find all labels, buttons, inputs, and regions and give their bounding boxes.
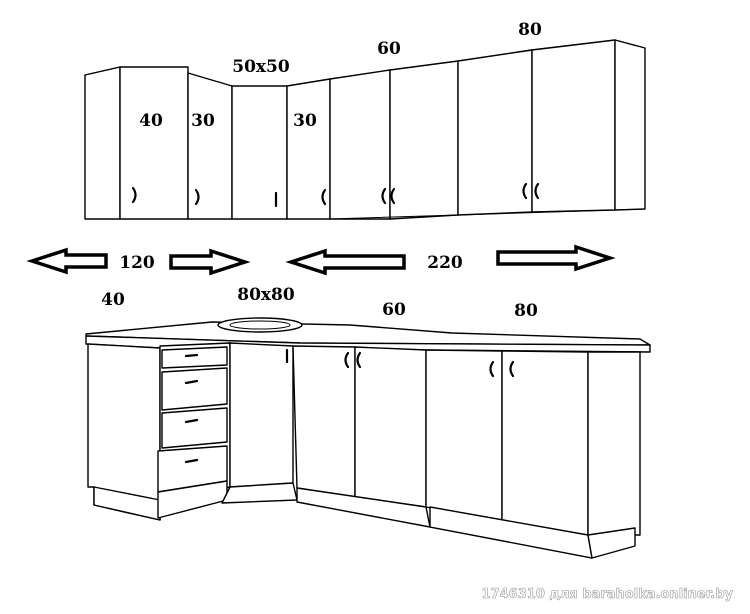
handle-icon — [522, 182, 528, 200]
handle-icon — [534, 182, 540, 200]
handle-icon — [390, 187, 396, 205]
upper-cabinet-60-left-door — [329, 69, 391, 220]
drawer-handle-icon — [184, 458, 199, 464]
upper-right-side-panel — [614, 39, 646, 211]
drawer-handle-icon — [184, 379, 199, 385]
arrow-right-icon — [169, 248, 251, 276]
label-lower-60: 60 — [382, 300, 406, 320]
handle-icon — [194, 188, 200, 206]
handle-icon — [509, 360, 515, 378]
arrow-left-icon — [26, 247, 108, 275]
arrow-left-icon — [285, 248, 406, 276]
upper-cabinets — [84, 39, 646, 220]
lower-cabinet-80-right-door — [501, 350, 589, 536]
lower-cabinet-80-left-door — [425, 349, 503, 523]
drawer-3 — [161, 407, 228, 449]
upper-corner-cabinet — [231, 85, 288, 220]
label-lower-corner: 80x80 — [237, 285, 295, 305]
lower-cabinet-60-right-door — [354, 346, 427, 508]
label-lower-40: 40 — [101, 290, 125, 310]
dimension-arrows — [26, 244, 616, 276]
handle-icon — [131, 186, 137, 204]
label-upper-30-right: 30 — [293, 111, 317, 131]
handle-icon — [381, 187, 387, 205]
handle-icon — [344, 351, 350, 369]
upper-cabinet-80-left-door — [457, 49, 533, 216]
handle-icon — [321, 188, 327, 206]
drawer-2 — [161, 367, 228, 411]
drawer-handle-icon — [184, 353, 199, 358]
upper-cabinet-80-right-door — [531, 39, 616, 213]
drawer-1 — [161, 346, 228, 369]
lower-right-side-panel — [587, 351, 641, 536]
label-lower-80: 80 — [514, 301, 538, 321]
dimension-left-run: 120 — [119, 253, 155, 273]
dimension-right-run: 220 — [427, 253, 463, 273]
label-upper-60: 60 — [377, 39, 401, 59]
corner-sink-cabinet — [229, 342, 294, 488]
lower-right-plinth — [587, 527, 636, 559]
label-upper-40: 40 — [139, 111, 163, 131]
handle-icon — [356, 351, 362, 369]
upper-left-side-panel — [84, 66, 121, 220]
lower-cabinet-60-left-door — [292, 345, 356, 498]
upper-cabinet-60-right-door — [389, 60, 459, 220]
upper-cabinet-30-left — [187, 72, 233, 220]
label-upper-80: 80 — [518, 20, 542, 40]
label-upper-30-left: 30 — [191, 111, 215, 131]
handle-icon — [489, 360, 495, 378]
drawer-handle-icon — [184, 418, 199, 424]
upper-cabinet-40 — [119, 66, 189, 220]
arrow-right-icon — [496, 244, 616, 272]
sink-bowl — [217, 317, 303, 333]
lower-left-plinth — [93, 486, 161, 521]
lower-cabinets — [85, 317, 651, 559]
label-upper-corner: 50x50 — [232, 57, 290, 77]
watermark: 1746310 для baraholka.onliner.by — [482, 587, 734, 602]
